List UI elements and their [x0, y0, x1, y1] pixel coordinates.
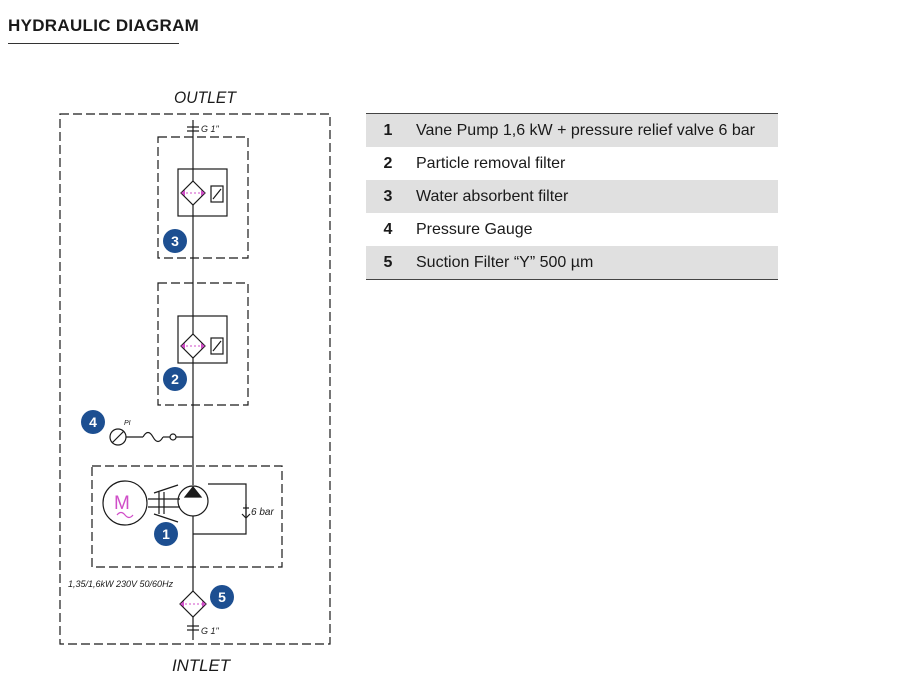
badge-1: 1 — [154, 522, 178, 546]
legend-row: 5 Suction Filter “Y” 500 µm — [366, 246, 778, 279]
gauge-pi-label: PI — [124, 420, 131, 427]
pressure-gauge-symbol — [109, 428, 193, 446]
motor-m-label: M — [114, 493, 130, 514]
legend-number: 2 — [383, 154, 393, 172]
component-legend-table: 1 Vane Pump 1,6 kW + pressure relief val… — [366, 113, 778, 280]
motor-symbol — [102, 480, 180, 526]
relief-valve-symbol — [193, 483, 251, 535]
pump-unit-box — [91, 465, 283, 568]
legend-number: 4 — [383, 220, 393, 238]
filter-2-box — [157, 282, 249, 406]
badge-4: 4 — [81, 410, 105, 434]
legend-row: 3 Water absorbent filter — [366, 180, 778, 213]
outlet-port-label: G 1" — [201, 124, 220, 134]
filter-3-box — [157, 136, 249, 259]
legend-description: Water absorbent filter — [416, 187, 569, 205]
legend-row: 2 Particle removal filter — [366, 147, 778, 180]
svg-text:4: 4 — [89, 414, 97, 430]
svg-text:5: 5 — [218, 589, 226, 605]
badge-3: 3 — [163, 229, 187, 253]
legend-row: 1 Vane Pump 1,6 kW + pressure relief val… — [366, 114, 778, 147]
svg-text:2: 2 — [171, 371, 179, 387]
page-title: HYDRAULIC DIAGRAM — [8, 16, 200, 35]
outlet-label: OUTLET — [174, 88, 237, 107]
legend-description: Vane Pump 1,6 kW + pressure relief valve… — [416, 121, 755, 139]
inlet-port-label: G 1" — [201, 626, 220, 636]
legend-description: Suction Filter “Y” 500 µm — [416, 253, 594, 271]
svg-text:1: 1 — [162, 526, 170, 542]
legend-description: Pressure Gauge — [416, 220, 533, 238]
legend-description: Particle removal filter — [416, 154, 566, 172]
badge-5: 5 — [210, 585, 234, 609]
legend-number: 5 — [383, 253, 393, 271]
filter-2-symbol — [177, 315, 228, 364]
relief-pressure-label: 6 bar — [251, 507, 274, 518]
legend-row: 4 Pressure Gauge — [366, 213, 778, 246]
legend-number: 3 — [383, 187, 393, 205]
inlet-label: INTLET — [172, 656, 232, 675]
motor-spec-label: 1,35/1,6kW 230V 50/60Hz — [68, 579, 174, 589]
legend-number: 1 — [383, 121, 393, 139]
outer-frame — [59, 113, 331, 645]
filter-3-symbol — [177, 168, 228, 217]
motor-ac-symbol — [116, 511, 134, 519]
badge-2: 2 — [163, 367, 187, 391]
title-underline — [8, 43, 179, 44]
vane-pump-symbol — [177, 485, 209, 517]
svg-text:3: 3 — [171, 233, 179, 249]
